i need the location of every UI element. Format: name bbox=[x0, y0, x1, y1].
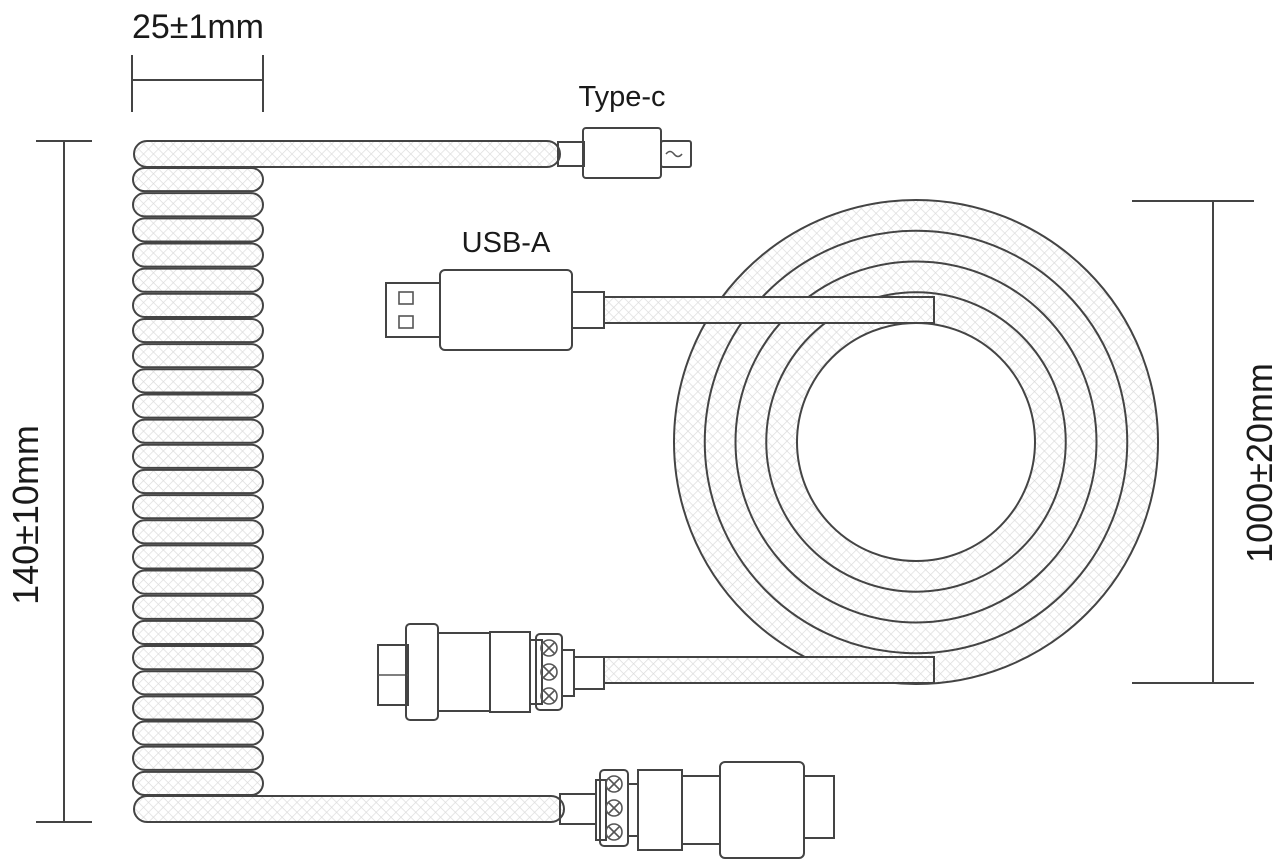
coil-loop bbox=[132, 393, 264, 419]
coil-loop bbox=[132, 343, 264, 369]
coil-loop bbox=[132, 242, 264, 268]
coil-loop bbox=[132, 267, 264, 293]
usb-a-connector: USB-A bbox=[385, 227, 605, 351]
usb-a-label: USB-A bbox=[462, 227, 551, 259]
coil-loop bbox=[132, 192, 264, 218]
cable-length-dimension: 1000±20mm bbox=[1132, 200, 1280, 684]
coil-loop bbox=[132, 720, 264, 746]
coil-loop bbox=[132, 443, 264, 469]
coil-loop bbox=[132, 695, 264, 721]
coil-loop bbox=[132, 418, 264, 444]
coil-loop bbox=[132, 770, 264, 797]
coil-loop bbox=[132, 645, 264, 671]
coil-loop bbox=[132, 167, 264, 193]
type-c-connector: Type-c bbox=[557, 81, 692, 179]
spiral-ring-edge bbox=[703, 229, 1129, 655]
cable-spiral bbox=[673, 199, 1159, 685]
aviator-connector-female bbox=[377, 623, 605, 721]
coil-loop bbox=[132, 292, 264, 318]
coil-length-label: 140±10mm bbox=[5, 425, 46, 605]
coil-loop bbox=[132, 619, 264, 646]
coil-loop bbox=[132, 544, 264, 570]
coiled-cable bbox=[132, 167, 264, 797]
coil-width-label: 25±1mm bbox=[132, 8, 264, 46]
coil-loop bbox=[132, 468, 264, 495]
coil-loop bbox=[132, 368, 264, 394]
spiral-ring bbox=[735, 261, 1097, 623]
coil-loop bbox=[132, 594, 264, 620]
coil-width-dimension: 25±1mm bbox=[131, 8, 264, 112]
aviator-connector-male bbox=[559, 761, 835, 859]
spiral-ring-edge bbox=[734, 260, 1098, 624]
cable-segment-top bbox=[133, 140, 561, 168]
spiral-ring bbox=[704, 230, 1128, 654]
spiral-ring-edge bbox=[796, 322, 1036, 562]
spiral-ring-edge bbox=[765, 291, 1067, 593]
coil-loop bbox=[132, 217, 264, 243]
coil-loop bbox=[132, 670, 264, 696]
aviator-cable bbox=[603, 656, 935, 684]
usb-a-cable bbox=[603, 296, 935, 324]
coil-loop bbox=[132, 569, 264, 595]
type-c-label: Type-c bbox=[578, 81, 665, 113]
cable-length-label: 1000±20mm bbox=[1239, 363, 1280, 563]
cable-segment-bottom bbox=[133, 795, 565, 823]
coil-loop bbox=[132, 494, 264, 520]
spiral-ring bbox=[766, 292, 1066, 592]
coil-loop bbox=[132, 745, 264, 771]
coil-loop bbox=[132, 519, 264, 545]
coil-length-dimension: 140±10mm bbox=[5, 140, 92, 823]
coil-loop bbox=[132, 317, 264, 344]
